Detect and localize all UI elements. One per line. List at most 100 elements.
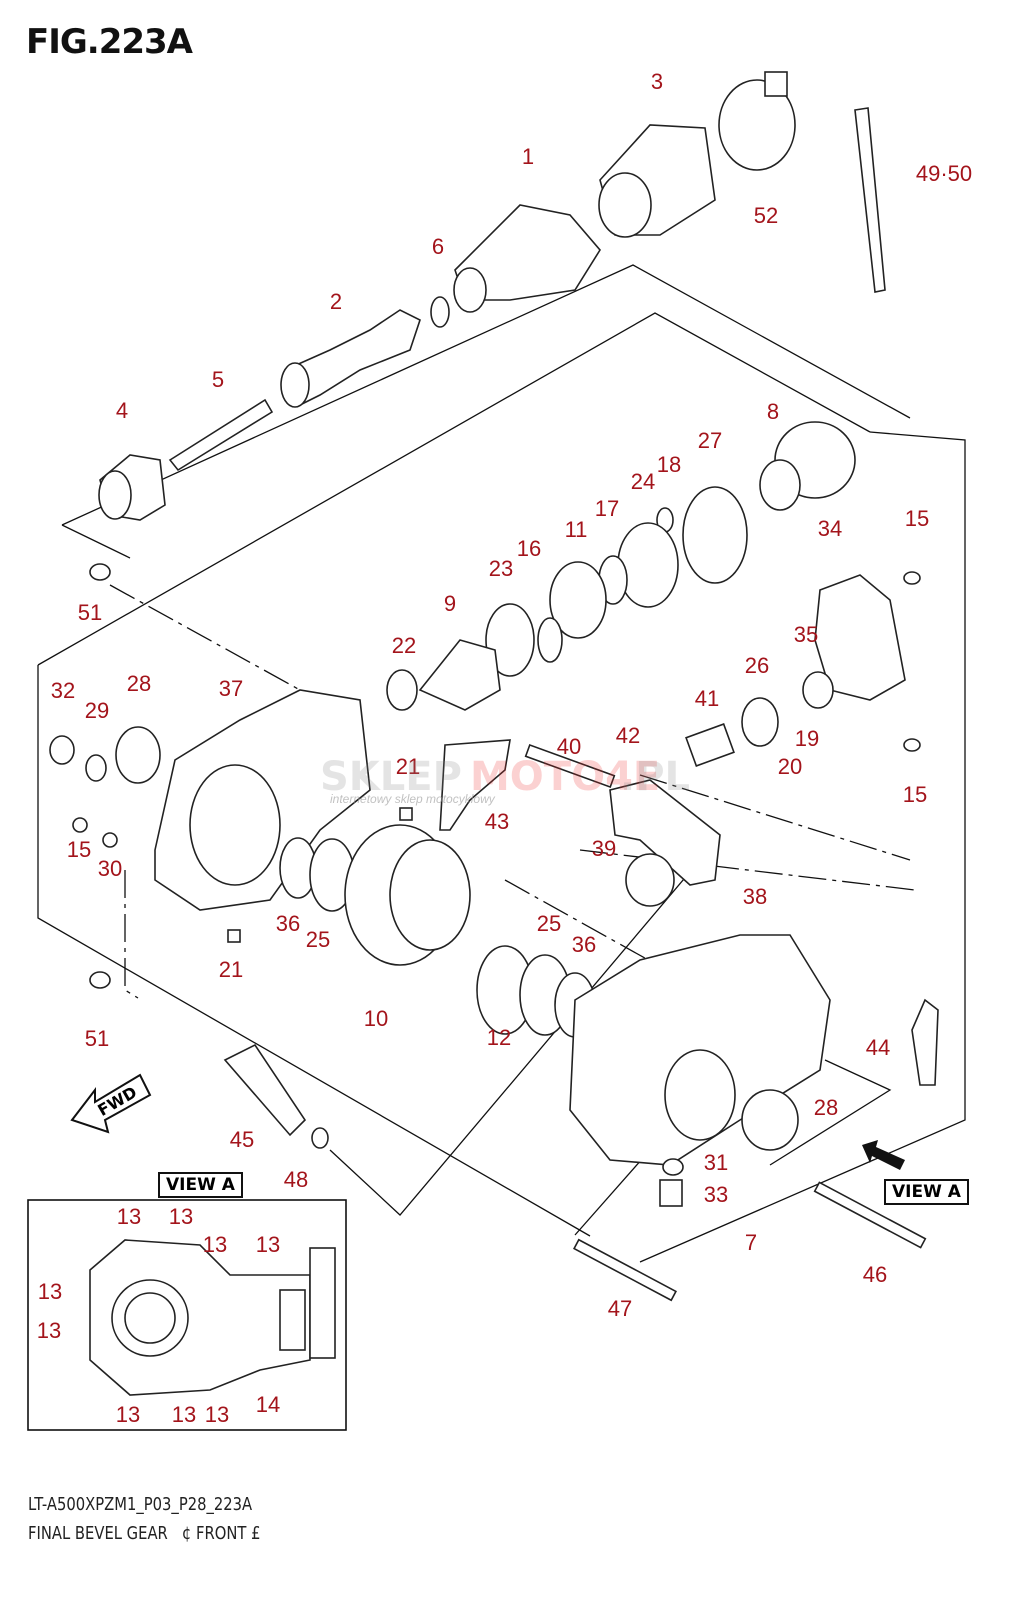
callout-6: 6 <box>432 234 444 259</box>
callout-44: 44 <box>866 1035 890 1060</box>
callout-13: 13 <box>116 1402 140 1427</box>
callout-35: 35 <box>794 622 818 647</box>
callout-45: 45 <box>230 1127 254 1152</box>
model-code: LT-A500XPZM1_P03_P28_223A <box>28 1494 253 1515</box>
callout-25: 25 <box>306 927 330 952</box>
callout-26: 26 <box>745 653 769 678</box>
part-shaft <box>283 309 421 407</box>
callout-41: 41 <box>695 686 719 711</box>
callout-34: 34 <box>818 516 842 541</box>
watermark-sub: internetowy sklep motocyklowy <box>330 792 496 806</box>
callout-39: 39 <box>592 836 616 861</box>
callout-23: 23 <box>489 556 513 581</box>
callout-5: 5 <box>212 367 224 392</box>
callout-22: 22 <box>392 633 416 658</box>
callout-21: 21 <box>219 957 243 982</box>
callout-42: 42 <box>616 723 640 748</box>
callout-19: 19 <box>795 726 819 751</box>
view-a-inset <box>27 1199 347 1431</box>
svg-text:.PL: .PL <box>620 754 690 800</box>
callout-17: 17 <box>595 496 619 521</box>
callout-28: 28 <box>127 671 151 696</box>
part-bracket-44 <box>911 998 939 1086</box>
view-a-title: VIEW A <box>158 1172 243 1198</box>
callout-46: 46 <box>863 1262 887 1287</box>
part-spring <box>168 398 274 472</box>
callout-21: 21 <box>396 754 420 779</box>
callout-11: 11 <box>565 517 588 542</box>
callout-51: 51 <box>85 1026 109 1051</box>
callout-13: 13 <box>203 1232 227 1257</box>
part-joint-bore <box>453 267 487 313</box>
callout-4: 4 <box>116 398 128 423</box>
part-fork-43 <box>439 739 511 831</box>
callout-29: 29 <box>85 698 109 723</box>
callout-16: 16 <box>517 536 541 561</box>
callout-40: 40 <box>557 734 581 759</box>
callout-13: 13 <box>38 1279 62 1304</box>
parts <box>49 71 939 1302</box>
callout-8: 8 <box>767 399 779 424</box>
callout-31: 31 <box>704 1150 728 1175</box>
callout-28: 28 <box>814 1095 838 1120</box>
part-pinion-gear-9 <box>418 639 501 711</box>
callout-36: 36 <box>276 911 300 936</box>
part-bearing-22 <box>386 669 418 711</box>
part-bearing-24 <box>617 522 679 608</box>
callout-13: 13 <box>117 1204 141 1229</box>
callout-33: 33 <box>704 1182 728 1207</box>
callout-49-50: 49·50 <box>916 161 972 186</box>
part-oil-seal-28 <box>115 726 161 784</box>
part-fork-42 <box>609 779 721 886</box>
callout-18: 18 <box>657 452 681 477</box>
callout-13: 13 <box>169 1204 193 1229</box>
callout-13: 13 <box>256 1232 280 1257</box>
callout-3: 3 <box>651 69 663 94</box>
callout-2: 2 <box>330 289 342 314</box>
svg-text:MOTO4E: MOTO4E <box>470 754 660 800</box>
callout-15: 15 <box>905 506 929 531</box>
part-bearing-26 <box>741 697 779 747</box>
callout-27: 27 <box>698 428 722 453</box>
frame-lines <box>37 264 966 1263</box>
callout-25: 25 <box>537 911 561 936</box>
part-oil-seal-27 <box>682 486 748 584</box>
callout-32: 32 <box>51 678 75 703</box>
callout-10: 10 <box>364 1006 388 1031</box>
part-cable-tie <box>854 107 886 293</box>
part-plug-33 <box>659 1179 683 1207</box>
svg-text:SKLEP: SKLEP <box>320 754 462 800</box>
callout-7: 7 <box>745 1230 757 1255</box>
part-bearing-23 <box>485 603 535 677</box>
callout-13: 13 <box>205 1402 229 1427</box>
callout-48: 48 <box>284 1167 308 1192</box>
part-bolt-47 <box>573 1238 677 1302</box>
callout-47: 47 <box>608 1296 632 1321</box>
figure-title: FIG.223A <box>26 22 193 62</box>
part-oil-seal-28b <box>741 1089 799 1151</box>
callout-15: 15 <box>903 782 927 807</box>
part-sleeve-39 <box>625 853 675 907</box>
footer-caption: FINAL BEVEL GEAR ¢ FRONT £ <box>28 1523 261 1544</box>
part-bearing-11 <box>549 561 607 639</box>
part-bolt-46 <box>813 1181 927 1249</box>
callout-43: 43 <box>485 809 509 834</box>
callout-36: 36 <box>572 932 596 957</box>
part-pin-40 <box>524 743 616 789</box>
watermark: SKLEP MOTO4E .PL internetowy sklep motoc… <box>320 754 690 806</box>
callout-20: 20 <box>778 754 802 779</box>
callout-24: 24 <box>631 469 655 494</box>
callout-14: 14 <box>256 1392 280 1417</box>
callout-37: 37 <box>219 676 243 701</box>
callout-13: 13 <box>172 1402 196 1427</box>
part-switch-41 <box>685 723 735 767</box>
callout-9: 9 <box>444 591 456 616</box>
fwd-arrow-icon: FWD <box>70 1073 152 1134</box>
callout-12: 12 <box>487 1025 511 1050</box>
part-clamp <box>718 79 796 171</box>
callout-1: 1 <box>522 144 534 169</box>
part-boot-45 <box>223 1043 307 1137</box>
callout-30: 30 <box>98 856 122 881</box>
